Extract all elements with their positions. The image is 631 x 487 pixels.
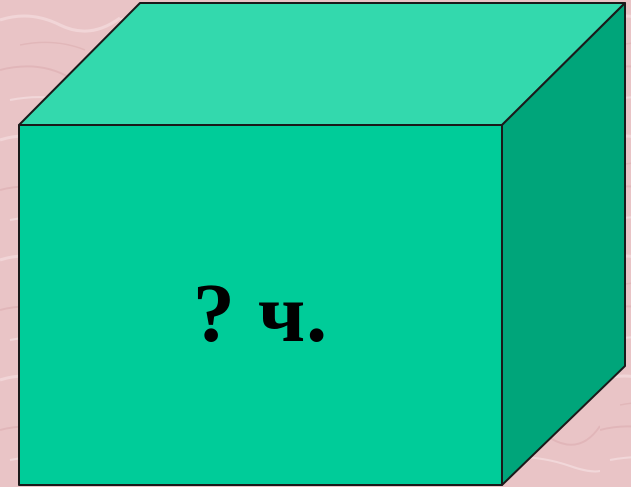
cube-label: ? ч. (19, 125, 502, 485)
